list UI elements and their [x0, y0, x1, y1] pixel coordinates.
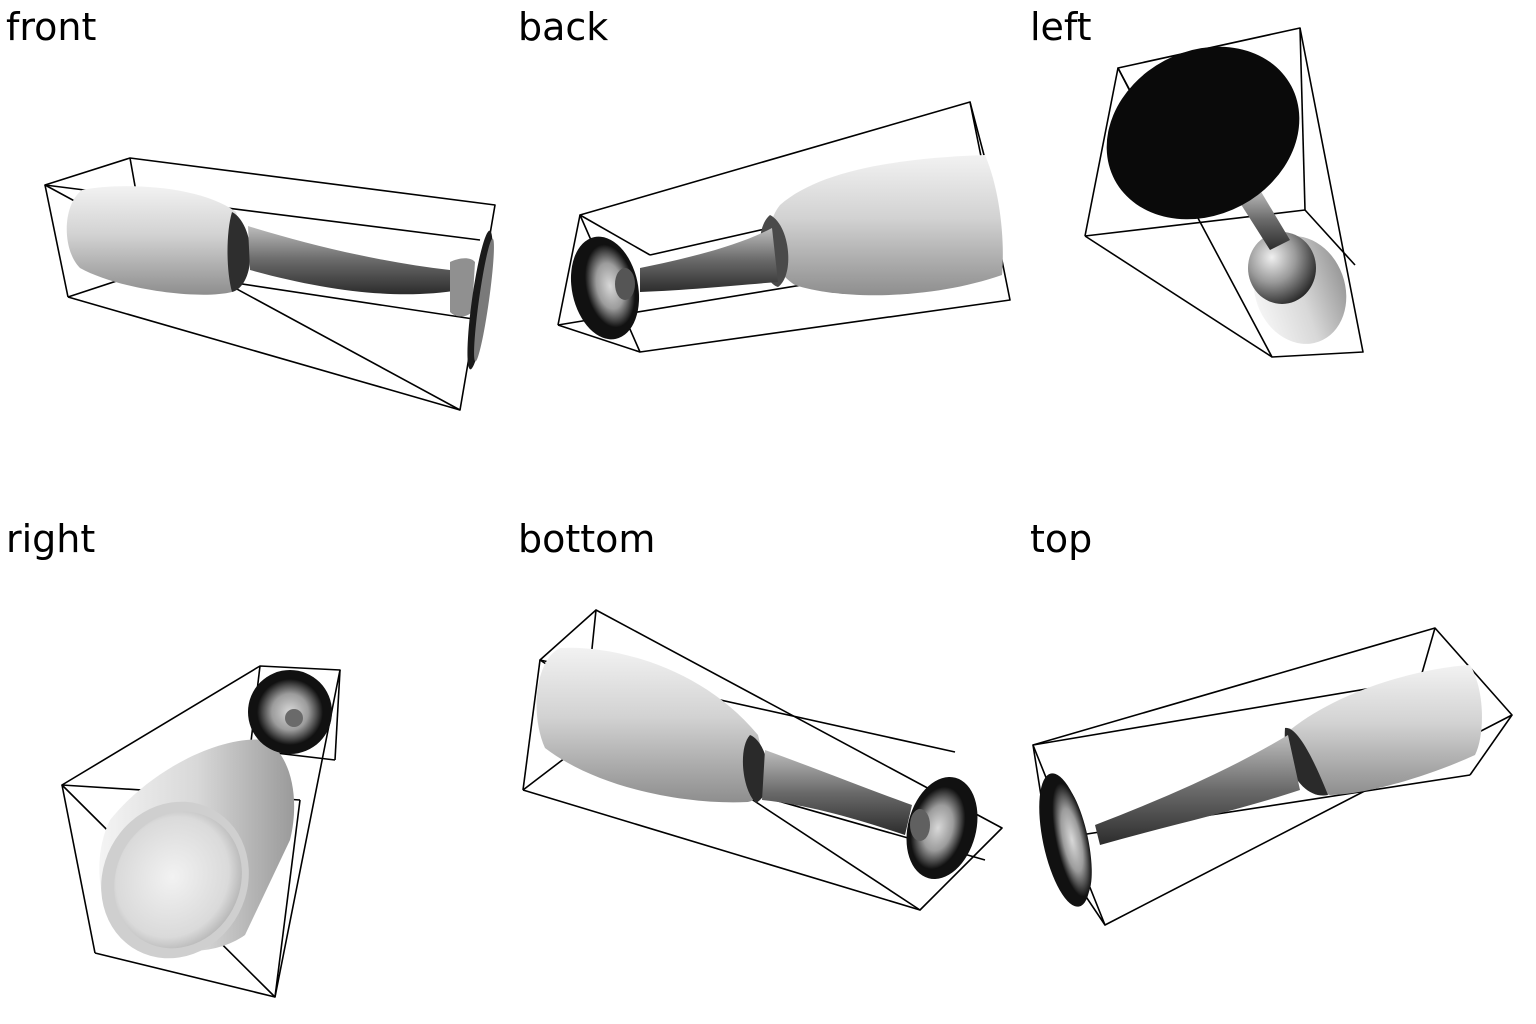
view-label-front: front: [6, 5, 96, 49]
glass-back: [570, 155, 1003, 340]
glass-left: [1106, 46, 1347, 344]
glass-front: [66, 186, 494, 370]
view-label-left: left: [1030, 5, 1092, 49]
panel-bottom: bottom: [518, 517, 1003, 911]
view-label-right: right: [6, 517, 95, 561]
panel-back: back: [518, 5, 1011, 353]
view-label-bottom: bottom: [518, 517, 655, 561]
glass-bottom: [536, 647, 978, 879]
glass-right: [99, 670, 332, 959]
panel-right: right: [6, 517, 341, 998]
glass-top: [1039, 665, 1482, 907]
view-label-top: top: [1030, 517, 1092, 561]
view-label-back: back: [518, 5, 608, 49]
panel-left: left: [1030, 5, 1364, 358]
panel-top: top: [1030, 517, 1513, 926]
panel-front: front: [6, 5, 496, 411]
